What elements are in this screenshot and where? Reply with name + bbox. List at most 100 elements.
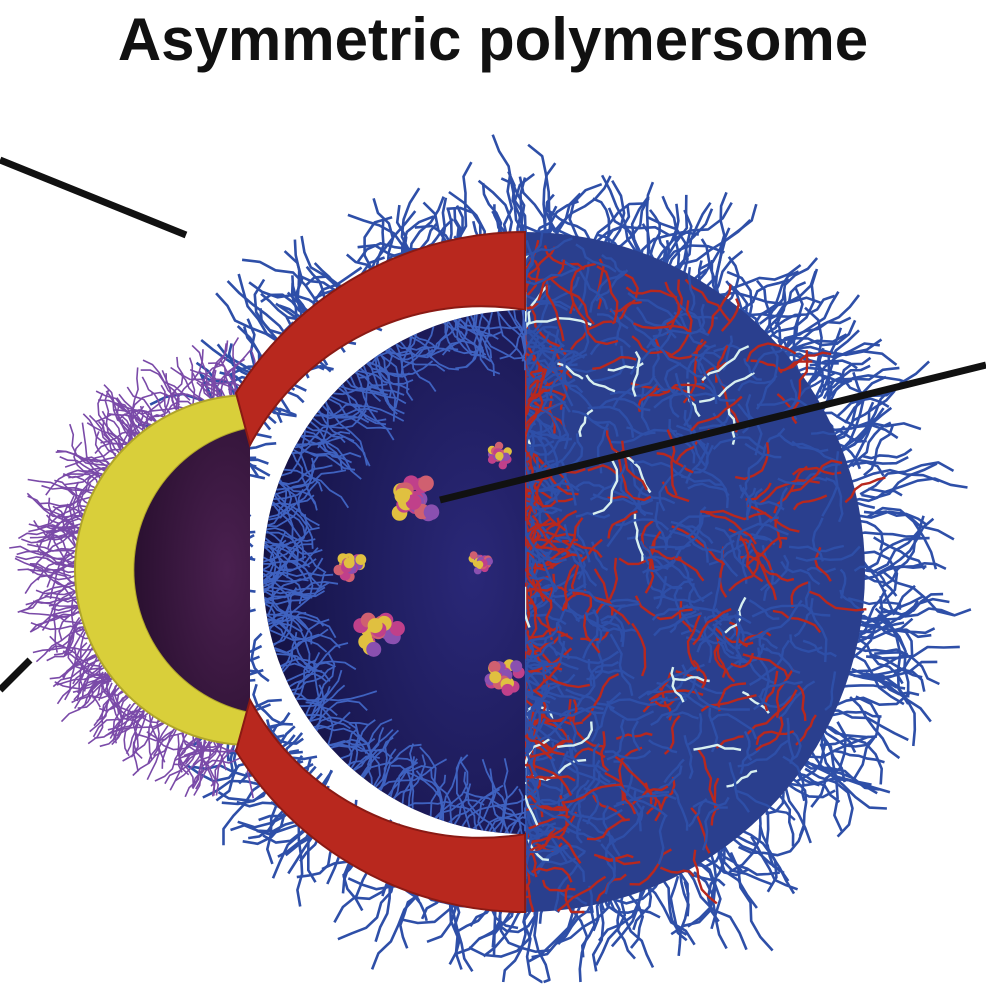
polymer-chain [690,395,743,432]
polymer-chain [696,612,730,653]
polymer-chain [674,557,705,582]
polymer-chain [737,827,805,857]
polymer-chain [561,539,603,559]
polymer-chain [792,494,828,511]
polymer-chain [535,378,576,389]
polymer-chain [293,642,349,696]
polymer-chain [525,592,538,646]
polymer-chain [266,610,325,627]
polymer-chain [807,329,860,405]
polymer-chain [835,397,890,419]
polymer-chain [525,379,540,418]
polymer-chain [563,783,623,804]
polymer-chain [309,421,350,470]
polymer-chain [305,714,351,730]
polymer-chain [525,366,532,435]
polymer-chain [151,391,204,404]
polymer-chain [646,663,705,696]
polymer-chain [27,568,81,587]
polymer-chain [291,665,337,692]
polymer-chain [17,526,77,540]
polymer-chain [768,281,807,321]
polymer-chain [811,517,824,562]
polymer-chain [844,476,886,504]
polymer-chain [525,520,567,564]
polymer-chain [525,529,538,565]
polymer-chain [525,423,535,451]
polymer-chain [283,468,350,509]
polymer-chain [131,367,146,429]
polymer-chain [356,370,414,385]
polymer-chain [272,587,298,646]
polymer-chain [29,609,82,633]
cargo-particle [487,441,512,470]
polymer-chain [525,583,554,613]
polymer-chain [822,709,909,742]
polymer-chain [775,291,840,352]
polymer-chain [271,501,306,535]
polymer-chain [589,270,626,313]
polymer-chain [758,680,803,698]
polymer-chain [525,686,552,702]
polymer-chain [746,536,788,566]
polymer-chain [591,420,619,437]
polymer-chain [263,514,308,563]
polymer-chain [712,623,741,650]
polymer-chain [525,798,557,822]
polymer-chain [321,404,370,424]
polymer-chain [525,715,559,744]
polymer-chain [409,335,459,371]
polymer-chain [582,818,617,843]
polymer-chain [529,305,567,356]
polymer-chain [557,721,593,749]
polymer-chain [819,736,883,785]
polymer-chain [263,547,319,584]
polymer-chain [128,393,153,445]
polymer-chain [648,383,706,397]
polymer-chain [573,481,605,490]
polymer-chain [525,449,532,491]
polymer-chain [125,706,146,755]
polymer-chain [543,245,586,271]
polymer-chain [46,628,86,662]
polymer-chain [699,371,755,403]
polymer-chain [48,621,81,653]
polymer-chain [615,518,670,531]
polymer-chain [631,720,642,752]
polymer-chain [839,568,847,599]
polymer-chain [607,510,638,539]
polymer-chain [525,814,570,831]
polymer-chain [525,641,555,659]
polymer-chain [626,426,656,436]
polymer-chain [693,688,750,711]
polymer-chain [661,878,688,936]
polymer-chain [834,389,896,439]
polymer-chain [313,711,351,729]
polymer-chain [684,278,732,323]
polymer-chain [590,710,600,743]
polymer-chain [791,731,802,761]
polymer-chain [670,871,715,936]
polymer-chain [401,326,435,369]
cargo-blob [489,671,502,684]
polymer-chain [576,803,583,844]
polymer-chain [601,894,661,919]
polymer-chain [116,404,136,441]
polymer-chain [678,601,693,633]
polymer-chain [264,544,307,580]
polymer-chain [558,888,588,905]
polymer-chain [378,353,400,409]
cargo-blob [510,660,523,673]
polymer-chain [696,747,720,811]
polymer-chain [735,278,790,319]
polymer-chain [535,570,582,598]
polymer-chain [273,647,311,674]
polymer-chain [104,389,123,453]
polymer-chain [594,557,619,615]
polymer-chain [758,627,772,652]
polymer-chain [600,843,616,895]
polymer-chain [531,866,573,883]
polymer-chain [522,903,544,984]
polymer-chain [525,735,537,778]
polymer-chain [132,715,147,772]
